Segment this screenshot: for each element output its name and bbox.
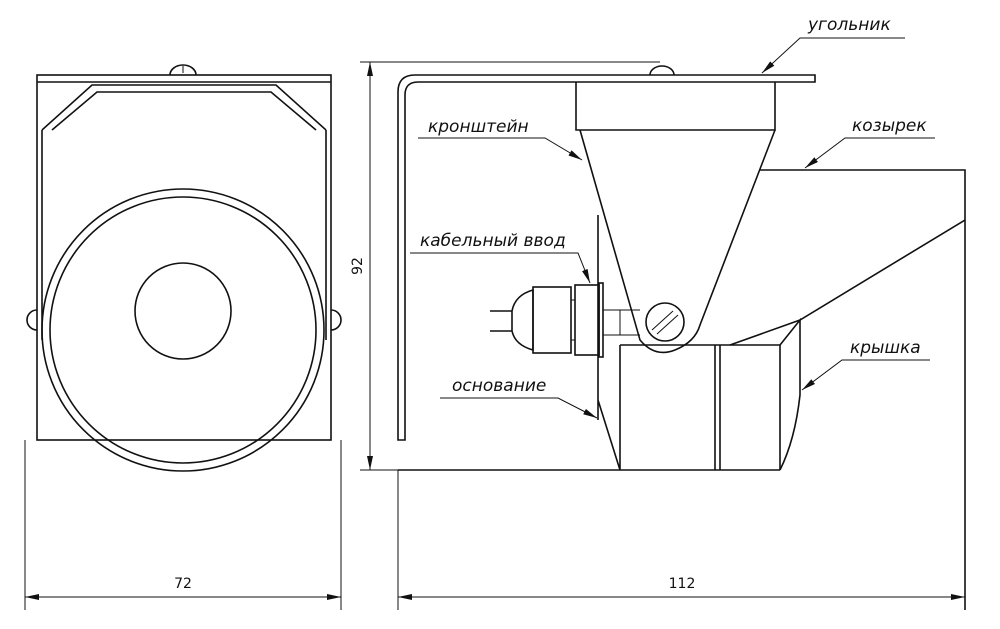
side-view: 92 112 bbox=[350, 61, 966, 610]
label-visor: козырек bbox=[852, 116, 927, 136]
dimension-side-length: 112 bbox=[669, 576, 696, 592]
label-base: основание bbox=[452, 376, 546, 396]
leaders: угольник кронштейн козырек кабельный вво… bbox=[410, 15, 935, 419]
front-view: 72 bbox=[24, 64, 342, 610]
dimension-front-width: 72 bbox=[174, 576, 192, 592]
label-cover: крышка bbox=[850, 338, 921, 358]
label-cable-entry: кабельный ввод bbox=[420, 231, 566, 251]
dimension-height: 92 bbox=[350, 257, 366, 275]
label-corner: угольник bbox=[807, 15, 891, 35]
label-bracket: кронштейн bbox=[428, 117, 529, 137]
